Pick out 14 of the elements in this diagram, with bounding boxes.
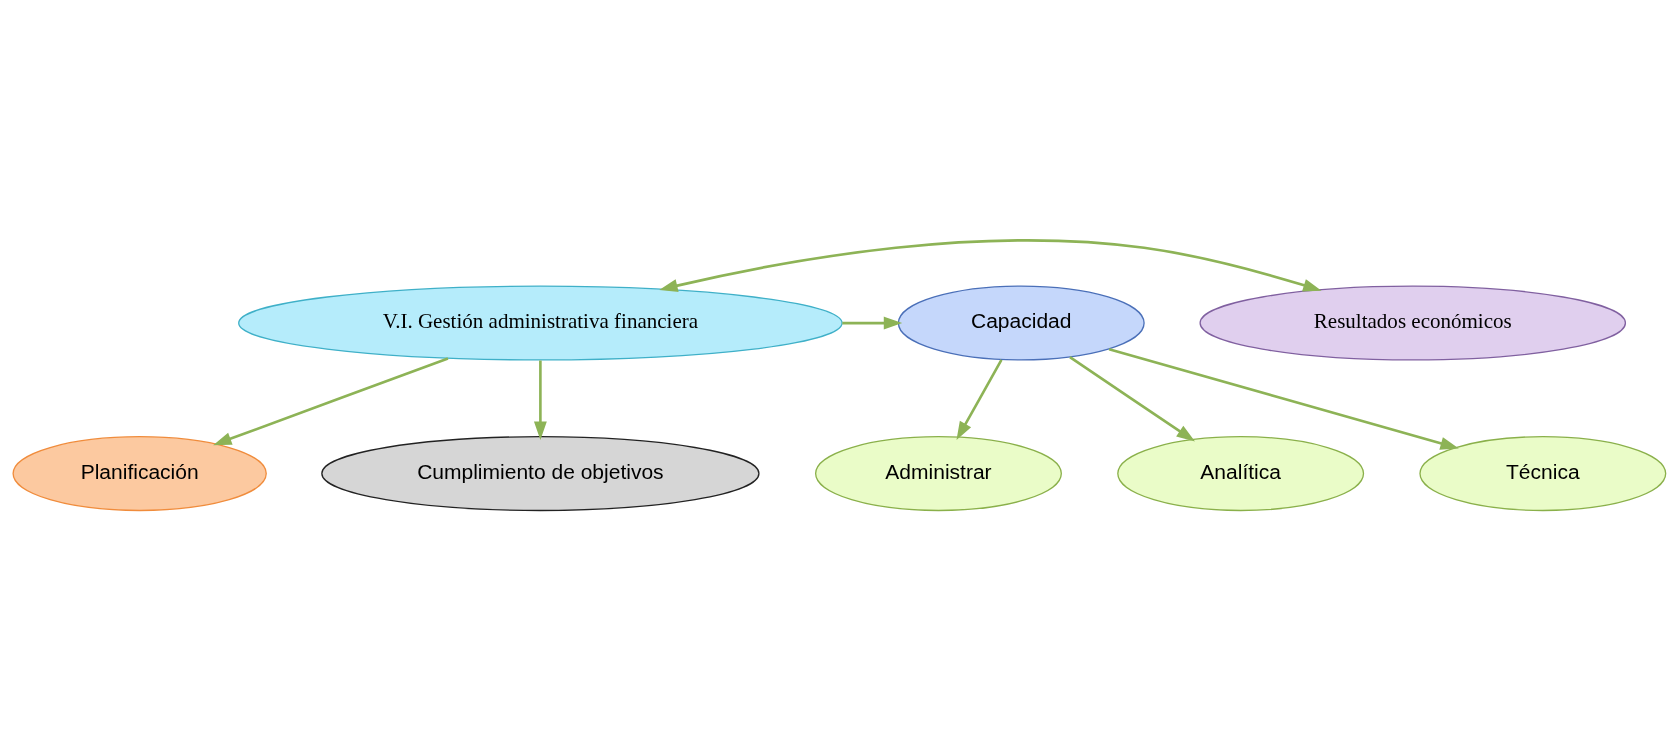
node-ellipse: V.I. Gestión administrativa financiera [238,285,843,361]
node-ellipse: Capacidad [897,285,1145,361]
arrow [213,356,449,445]
arrow [1108,347,1459,450]
arrow [533,360,547,440]
node-ellipse: Planificación [12,435,267,511]
node-ellipse: Analítica [1117,435,1365,511]
node-ellipse: Cumplimiento de objetivos [321,435,760,511]
arrow [956,358,1003,440]
arrow [842,316,903,329]
node-ellipse: Resultados económicos [1199,285,1627,361]
arrow [1069,355,1196,441]
node-ellipse: Administrar [814,435,1062,511]
arrow [659,238,1322,292]
